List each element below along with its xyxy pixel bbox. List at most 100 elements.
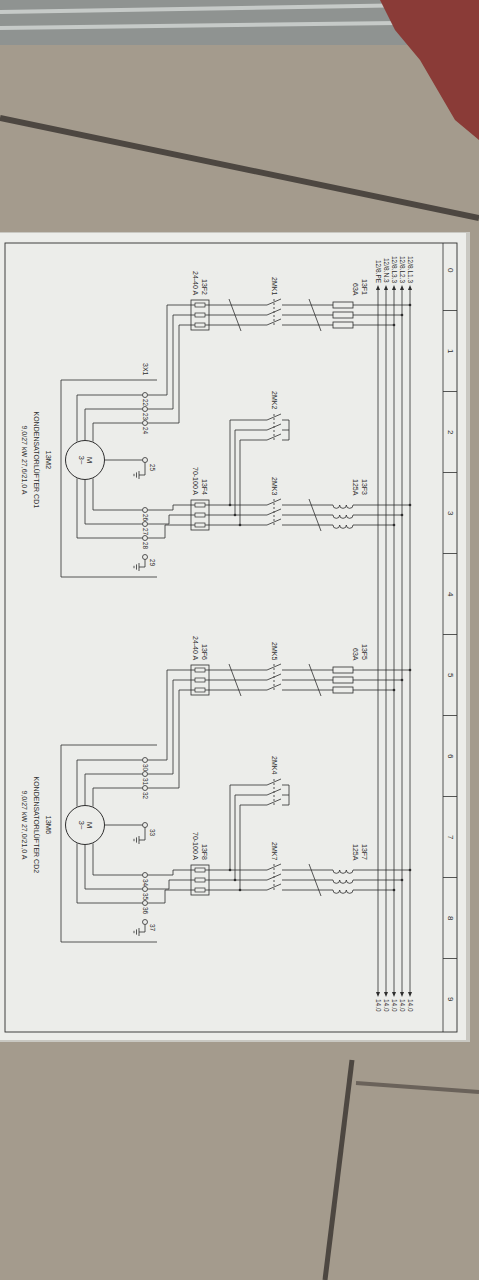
terminal-symbol	[143, 920, 148, 925]
bus-label: 12/8.L1.3	[407, 256, 414, 283]
column-strip-line	[443, 243, 444, 1032]
junction-dot	[239, 889, 242, 892]
pe-wire	[105, 460, 143, 461]
wire	[282, 690, 333, 691]
contactor-link	[274, 664, 275, 692]
wire	[353, 305, 410, 306]
bus-label: 14.0	[375, 999, 382, 1012]
terminal-number: 35	[142, 893, 149, 900]
bus-arrow	[384, 285, 388, 290]
pe-wire	[139, 828, 145, 841]
bus-bar	[394, 290, 395, 993]
wire	[282, 785, 289, 786]
motor-title: KONDENSATORLÜFTER CD2	[33, 777, 40, 874]
bus-bar	[386, 290, 387, 993]
star-delta-starter	[61, 299, 411, 577]
motor-lead	[77, 843, 143, 903]
cable-tick	[309, 664, 321, 696]
bus-arrow	[376, 285, 380, 290]
terminal-symbol	[143, 522, 148, 527]
motor-lead	[85, 774, 143, 805]
tile-seam	[0, 118, 479, 218]
terminal-symbol	[143, 772, 148, 777]
pe-wire	[139, 560, 145, 568]
overload-relay	[191, 865, 209, 895]
schematic-drawing	[0, 235, 465, 1040]
wire	[282, 795, 289, 796]
wire	[353, 890, 394, 891]
terminal-symbol	[143, 873, 148, 878]
rating-label: 70-100 A	[192, 832, 199, 860]
device-label: 13F6	[201, 644, 208, 660]
terminal-symbol	[143, 887, 148, 892]
motor-lead	[93, 478, 143, 510]
schematic-sheet: 12/8.L1.312/8.L2.312/8.L3.312/8.N.312/8.…	[0, 235, 465, 1040]
motor-symbol: M3~	[65, 440, 105, 480]
overload-element	[195, 868, 205, 872]
overload-element	[195, 503, 205, 507]
overload-element	[195, 513, 205, 517]
ground-symbol	[136, 837, 137, 842]
motor-lead	[85, 480, 143, 524]
column-divider	[443, 310, 457, 311]
motor-lead	[77, 395, 143, 442]
device-label: 13F3	[361, 479, 368, 495]
motor-text: M	[85, 822, 93, 829]
wire	[353, 515, 402, 516]
overload-element	[195, 678, 205, 682]
motor-text: M	[85, 457, 93, 464]
device-label: 13F1	[361, 279, 368, 295]
wire	[148, 880, 192, 889]
terminal-symbol	[143, 536, 148, 541]
tile-seam	[356, 1083, 479, 1092]
bus-arrow	[384, 992, 388, 997]
terminal-symbol	[143, 823, 148, 828]
wire	[353, 690, 394, 691]
column-divider	[443, 553, 457, 554]
bus-label: 14.0	[391, 999, 398, 1012]
wire	[282, 515, 333, 516]
overload-element	[195, 878, 205, 882]
column-number: 9	[446, 997, 454, 1001]
column-divider	[443, 958, 457, 959]
column-divider	[443, 634, 457, 635]
wire	[240, 440, 267, 525]
column-divider	[443, 796, 457, 797]
column-number: 1	[446, 349, 454, 353]
motor-lead	[77, 760, 143, 807]
breaker-coil	[333, 515, 353, 518]
terminal-symbol	[143, 458, 148, 463]
terminal-number: 36	[142, 907, 149, 914]
wire	[282, 305, 333, 306]
breaker-coil	[333, 880, 353, 883]
motor-lead	[93, 423, 143, 442]
text-layer: 12/8.L1.312/8.L2.312/8.L3.312/8.N.312/8.…	[0, 235, 465, 1040]
fuse-symbol	[333, 322, 353, 328]
overload-relay	[191, 665, 209, 695]
rating-label: 125A	[352, 479, 359, 495]
terminal-symbol	[143, 901, 148, 906]
wire	[353, 880, 402, 881]
star-delta-starter	[61, 664, 411, 942]
fuse-symbol	[333, 302, 353, 308]
terminal-number: 28	[142, 542, 149, 549]
bus-label: 12/8.L2.3	[399, 256, 406, 283]
terminal-number: 33	[149, 829, 156, 836]
bus-arrow	[400, 285, 404, 290]
column-number: 2	[446, 430, 454, 434]
column-number: 5	[446, 673, 454, 677]
terminal-number: 34	[142, 879, 149, 886]
overload-element	[195, 888, 205, 892]
wire	[282, 880, 333, 881]
column-number: 6	[446, 754, 454, 758]
contactor-link	[274, 299, 275, 327]
cable-screen	[61, 745, 157, 942]
wire	[148, 325, 192, 423]
junction-dot	[234, 514, 237, 517]
terminal-number: 31	[142, 778, 149, 785]
bus-label: 12/8.L3.3	[391, 256, 398, 283]
wire	[148, 525, 192, 538]
tile-seam	[325, 1060, 352, 1280]
cable-tick	[309, 499, 321, 531]
